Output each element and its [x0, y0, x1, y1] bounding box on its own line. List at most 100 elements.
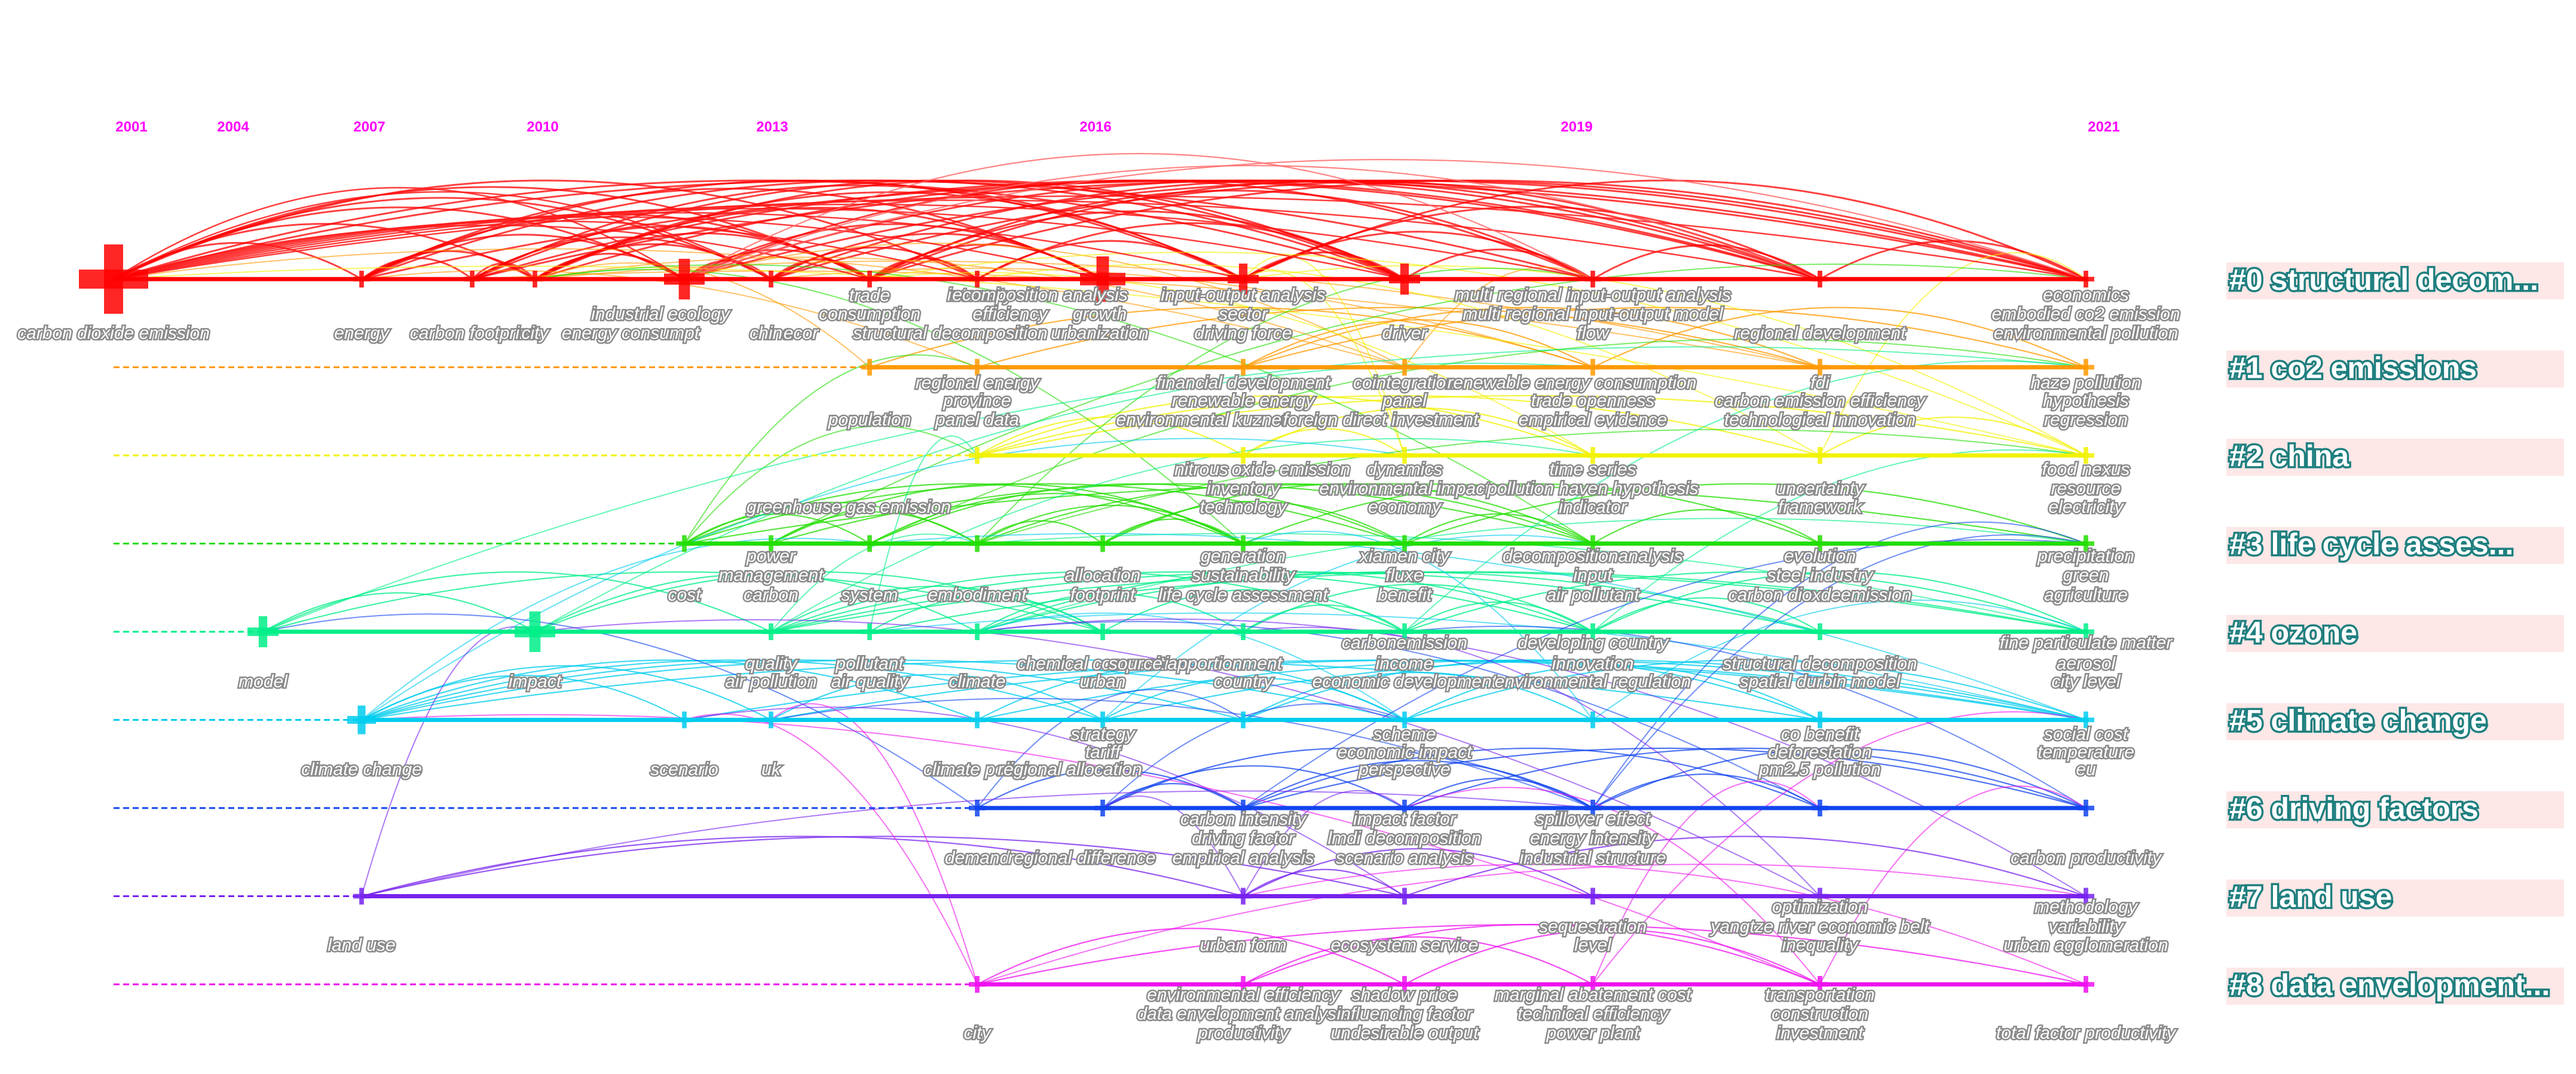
keyword-node[interactable]	[969, 623, 986, 640]
keyword-node[interactable]	[1235, 447, 1252, 464]
keyword-node[interactable]	[1094, 535, 1111, 552]
keyword-node[interactable]	[347, 705, 376, 735]
keyword-node[interactable]	[1396, 976, 1413, 993]
keyword-node[interactable]	[1235, 623, 1252, 640]
cluster-label[interactable]: #3 life cycle asses...	[2226, 525, 2564, 564]
keyword-node[interactable]	[1235, 535, 1252, 552]
keyword-node[interactable]	[763, 623, 779, 640]
keyword-node[interactable]	[861, 359, 878, 376]
keyword-node[interactable]	[861, 271, 878, 287]
link-arc	[361, 437, 1405, 721]
keyword-node[interactable]	[763, 711, 779, 729]
keyword-node[interactable]	[1584, 976, 1601, 993]
keyword-node[interactable]	[969, 800, 986, 816]
cluster-label[interactable]: #6 driving factors	[2226, 790, 2564, 828]
keyword-label: fluxe	[1385, 565, 1423, 585]
keyword-node[interactable]	[1812, 447, 1828, 464]
keyword-node[interactable]	[1396, 535, 1413, 552]
keyword-node[interactable]	[763, 535, 779, 552]
cluster-label[interactable]: #8 data envelopment...	[2226, 966, 2564, 1005]
keyword-node[interactable]	[353, 888, 370, 905]
keyword-node[interactable]	[2078, 800, 2094, 816]
keyword-node[interactable]	[1812, 711, 1828, 729]
keyword-node[interactable]	[1812, 359, 1828, 376]
keyword-label: driver	[1382, 323, 1427, 343]
keyword-node[interactable]	[1235, 711, 1252, 729]
keyword-node[interactable]	[861, 623, 878, 640]
keyword-node[interactable]	[2078, 447, 2094, 464]
keyword-label: multi regional input-output analysis	[1455, 285, 1731, 305]
keyword-node[interactable]	[1812, 271, 1828, 287]
keyword-node[interactable]	[79, 244, 148, 314]
keyword-node[interactable]	[676, 711, 693, 729]
cluster-label[interactable]: #7 land use	[2226, 878, 2564, 917]
cluster-label[interactable]: #5 climate change	[2226, 702, 2564, 741]
keyword-node[interactable]	[1094, 711, 1111, 729]
keyword-node[interactable]	[1584, 711, 1601, 729]
keyword-node[interactable]	[969, 359, 986, 376]
keyword-node[interactable]	[515, 611, 555, 652]
keyword-node[interactable]	[1235, 976, 1252, 993]
keyword-node[interactable]	[1396, 359, 1413, 376]
keyword-node[interactable]	[2078, 535, 2094, 552]
keyword-node[interactable]	[1396, 711, 1413, 729]
keyword-node[interactable]	[676, 535, 693, 552]
keyword-node[interactable]	[1235, 888, 1252, 905]
keyword-node[interactable]	[1080, 256, 1125, 302]
keyword-node[interactable]	[247, 616, 279, 647]
link-arc	[977, 394, 1593, 457]
keyword-node[interactable]	[1812, 976, 1828, 993]
keyword-node[interactable]	[969, 976, 986, 993]
keyword-node[interactable]	[1396, 888, 1413, 905]
keyword-node[interactable]	[1396, 447, 1413, 464]
keyword-node[interactable]	[861, 535, 878, 552]
keyword-node[interactable]	[1812, 535, 1828, 552]
keyword-node[interactable]	[464, 271, 481, 287]
keyword-label: carbon	[744, 585, 799, 605]
cluster-label[interactable]: #4 ozone	[2226, 614, 2564, 652]
link-arc	[1819, 417, 2087, 456]
keyword-node[interactable]	[1812, 800, 1828, 816]
keyword-node[interactable]	[1396, 800, 1413, 816]
keyword-node[interactable]	[2078, 711, 2094, 729]
keyword-node[interactable]	[1812, 888, 1828, 905]
keyword-node[interactable]	[1228, 264, 1259, 295]
keyword-node[interactable]	[2078, 888, 2094, 905]
keyword-node[interactable]	[664, 259, 705, 299]
keyword-node[interactable]	[969, 447, 986, 464]
keyword-node[interactable]	[969, 711, 986, 729]
keyword-node[interactable]	[1389, 264, 1420, 295]
keyword-node[interactable]	[1584, 888, 1601, 905]
keyword-node[interactable]	[1584, 800, 1601, 816]
keyword-label: renewable energy consumption	[1448, 373, 1697, 393]
link-arc	[1102, 677, 1405, 721]
keyword-node[interactable]	[1584, 535, 1601, 552]
keyword-label: pollution haven hypothesis	[1486, 479, 1699, 498]
keyword-node[interactable]	[1235, 359, 1252, 376]
keyword-node[interactable]	[353, 271, 370, 287]
keyword-label: air pollution	[725, 672, 816, 691]
keyword-label: economy	[1368, 497, 1442, 517]
keyword-node[interactable]	[1094, 800, 1111, 816]
keyword-label: cointegration	[1353, 373, 1456, 393]
keyword-node[interactable]	[1584, 623, 1601, 640]
keyword-node[interactable]	[2078, 976, 2094, 993]
keyword-node[interactable]	[969, 271, 986, 287]
cluster-label[interactable]: #1 co2 emissions	[2226, 349, 2564, 388]
keyword-node[interactable]	[1094, 623, 1111, 640]
cluster-label[interactable]: #2 china	[2226, 437, 2564, 476]
keyword-node[interactable]	[1396, 623, 1413, 640]
keyword-node[interactable]	[1584, 359, 1601, 376]
keyword-node[interactable]	[1584, 447, 1601, 464]
keyword-node[interactable]	[2078, 359, 2094, 376]
keyword-node[interactable]	[763, 271, 779, 287]
keyword-node[interactable]	[1235, 800, 1252, 816]
keyword-node[interactable]	[1812, 623, 1828, 640]
keyword-node[interactable]	[2078, 623, 2094, 640]
keyword-node[interactable]	[1584, 271, 1601, 287]
cluster-label[interactable]: #0 structural decom...	[2226, 261, 2564, 299]
keyword-node[interactable]	[2078, 271, 2094, 287]
keyword-label: innovation	[1552, 654, 1634, 674]
keyword-node[interactable]	[527, 271, 543, 287]
keyword-node[interactable]	[969, 535, 986, 552]
